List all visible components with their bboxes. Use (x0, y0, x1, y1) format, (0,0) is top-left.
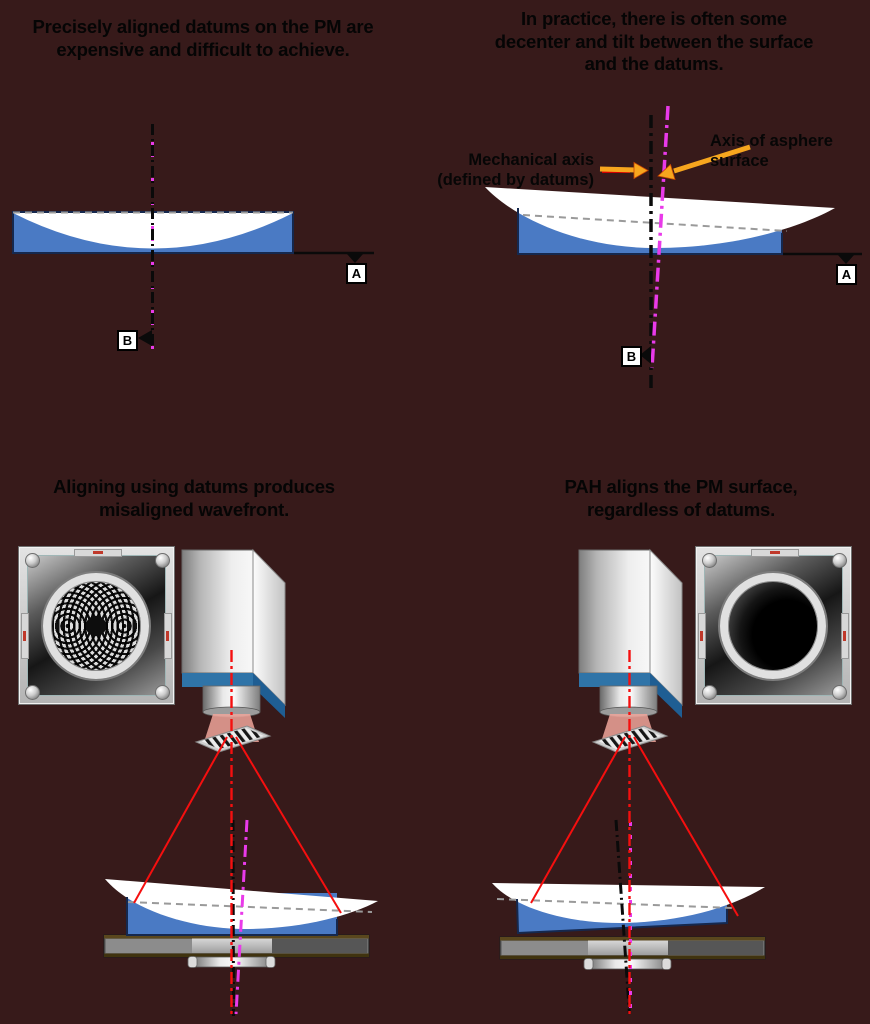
datum-b-box-top-right: B (621, 346, 642, 367)
mechanical-axis-arrow (599, 161, 649, 180)
test-ray-right (235, 736, 342, 914)
mirror-mount (499, 936, 766, 970)
datum-a-triangle (838, 255, 854, 264)
caption-line: Aligning using datums produces (53, 476, 335, 497)
caption-line: misaligned wavefront. (98, 498, 290, 520)
mount-plate-left (106, 939, 192, 953)
label-mechanical-axis: Mechanical axis (defined by datums) (408, 150, 594, 190)
caption-top-left: Precisely aligned datums on the PM are e… (8, 16, 398, 61)
label-line: (defined by datums) (437, 171, 594, 189)
panel-bottom-right-setup (492, 650, 765, 1015)
datum-a-box-top-right: A (836, 264, 857, 285)
mount-rod-cap-left (187, 956, 198, 968)
interferogram-misaligned (18, 546, 175, 705)
frame-tab-left (698, 613, 706, 659)
screw-icon (25, 553, 40, 568)
mechanical-axis-line (231, 819, 235, 1017)
datum-b-triangle (640, 346, 651, 364)
mechanical-axis-line (614, 819, 631, 1015)
frame-tab-top (74, 549, 122, 557)
screw-icon (702, 553, 717, 568)
caption-line: expensive and difficult to achieve. (56, 38, 350, 60)
interferometer-body-front (181, 549, 254, 674)
fringe-pattern-misaligned (52, 582, 140, 670)
datum-plane-dashed-line (496, 898, 734, 909)
test-ray-left (530, 736, 626, 904)
aperture-ring (43, 573, 149, 679)
frame-tab-right (164, 613, 172, 659)
mount-plate-bottom-strip (104, 953, 369, 957)
aperture-ring (720, 573, 826, 679)
screw-icon (155, 553, 170, 568)
caption-line: In practice, there is often some (520, 8, 788, 29)
label-line: surface (710, 152, 769, 170)
interferogram-null (695, 546, 852, 705)
screw-icon (702, 685, 717, 700)
datum-plane-dashed-line (522, 214, 788, 232)
panel-top-right-mirror (485, 105, 862, 393)
caption-bottom-left: Aligning using datums produces misaligne… (8, 476, 380, 521)
hologram-grating (201, 728, 264, 749)
frame-tab-right (841, 613, 849, 659)
mirror-mount (103, 934, 370, 968)
panel-bottom-left-setup (105, 650, 378, 1017)
mount-plate-top-strip (104, 935, 369, 939)
screw-icon (155, 685, 170, 700)
datum-plane-dashed-line (127, 901, 373, 913)
mount-plate-center (192, 938, 272, 953)
datum-b-triangle (138, 330, 152, 346)
datum-a-box-top-left: A (346, 263, 367, 284)
mount-plate-right (272, 939, 367, 953)
caption-bottom-right: PAH aligns the PM surface, regardless of… (505, 476, 857, 521)
datum-a-triangle (347, 254, 363, 263)
label-line: Mechanical axis (468, 151, 594, 169)
caption-line: and the datums. (584, 53, 724, 74)
caption-line: Precisely aligned datums on the PM are (32, 16, 374, 37)
datum-b-box-top-left: B (117, 330, 138, 351)
mount-rod-cap-right (265, 956, 276, 968)
screw-icon (25, 685, 40, 700)
interferometer-blue-band-front (182, 673, 253, 687)
asphere-axis-line (234, 819, 249, 1015)
caption-line: regardless of datums. (586, 498, 776, 520)
label-line: Axis of asphere (710, 132, 833, 150)
caption-top-right: In practice, there is often some decente… (448, 8, 860, 76)
test-ray-left (133, 736, 228, 904)
asphere-axis-line (650, 105, 670, 369)
interferometer-blue-band-side (253, 673, 285, 718)
frame-tab-top (751, 549, 799, 557)
asphere-axis-arrow (657, 144, 751, 181)
frame-tab-left (21, 613, 29, 659)
panel-top-left-mirror (12, 124, 374, 352)
label-asphere-axis: Axis of asphere surface (710, 131, 870, 171)
screw-icon (832, 553, 847, 568)
screw-icon (832, 685, 847, 700)
test-ray-right (633, 736, 739, 917)
interferometer (181, 548, 286, 753)
caption-line: PAH aligns the PM surface, (564, 476, 798, 497)
caption-line: decenter and tilt between the surface (494, 30, 814, 52)
fringe-pattern-null (729, 582, 817, 670)
